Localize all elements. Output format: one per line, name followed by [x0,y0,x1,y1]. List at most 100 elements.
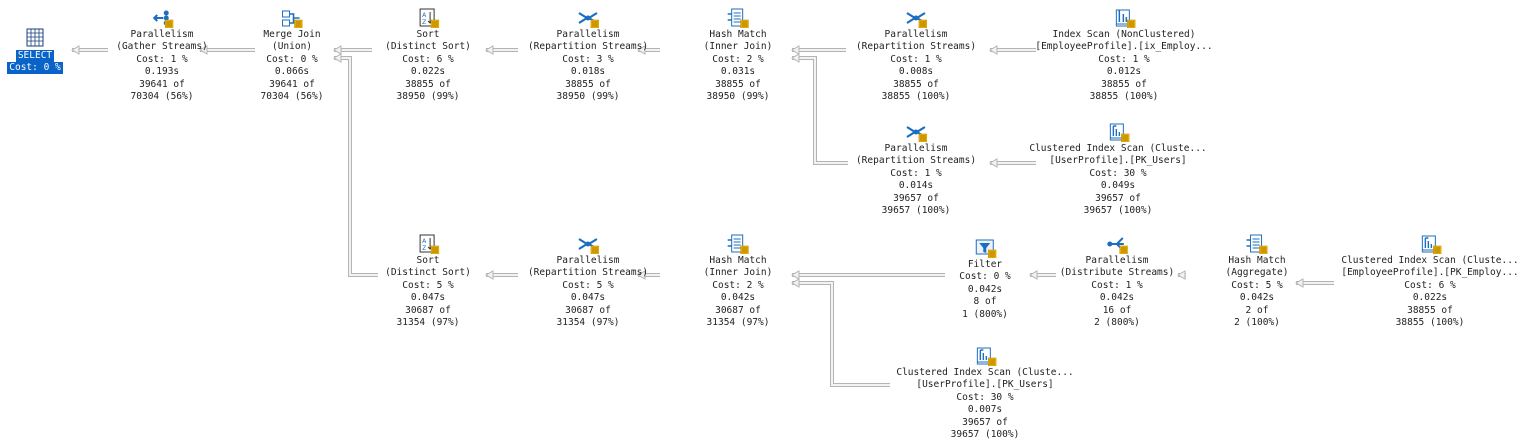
node-line: Clustered Index Scan (Cluste... [1029,143,1207,154]
plan-node-cis-users-top[interactable]: Clustered Index Scan (Cluste...[UserProf… [1029,122,1207,217]
flow-arrow [792,57,848,164]
node-line: Parallelism [556,29,620,40]
arrow-head [988,158,998,168]
node-line: 0.031s [720,66,756,78]
node-line: 38855 of [1101,78,1147,90]
node-line: 38950 (99%) [396,91,460,103]
arrow-head [1028,270,1038,280]
node-line: 31354 (97%) [556,317,620,329]
select-node[interactable]: SELECT Cost: 0 % [3,28,67,74]
arrow-head [790,45,800,55]
node-line: 0.007s [967,404,1003,416]
node-line: 39657 (100%) [881,205,951,217]
node-line: 0.042s [720,292,756,304]
merge-join-icon [282,10,303,28]
flow-arrow [334,57,378,276]
node-line: 1 (800%) [962,308,1008,320]
node-line: (Aggregate) [1225,267,1289,279]
node-line: Parallelism [130,29,194,40]
plan-node-cis-employee[interactable]: Clustered Index Scan (Cluste...[Employee… [1341,234,1519,329]
node-line: 0.042s [967,283,1003,295]
node-line: 0.066s [274,66,310,78]
node-line: 38855 (100%) [1395,317,1465,329]
svg-text:A: A [422,12,427,19]
arrow-head [790,270,800,280]
index-scan-icon [1115,9,1135,28]
plan-node-par-distribute[interactable]: Parallelism(Distribute Streams)Cost: 1 %… [1060,234,1174,329]
node-line: Sort [416,29,440,40]
node-line: Merge Join [263,29,321,40]
node-line: (Gather Streams) [116,41,208,53]
clustered-index-scan-icon [1109,123,1129,142]
node-line: Sort [416,255,440,266]
plan-node-index-scan-nc[interactable]: Index Scan (NonClustered)[EmployeeProfil… [1035,8,1213,103]
node-line: [UserProfile].[PK_Users] [1049,155,1187,167]
flow-arrow [792,282,890,386]
svg-text:A: A [422,238,427,245]
node-line: Cost: 6 % [1404,279,1456,291]
node-line: 0.022s [1412,292,1448,304]
node-line: 39657 (100%) [1083,205,1153,217]
hash-match-icon [1246,234,1268,254]
node-line: Clustered Index Scan (Cluste... [1341,255,1519,266]
hash-match-icon [727,8,749,28]
flow-arrow [792,56,848,165]
node-line: 8 of [973,296,997,308]
parallelism-repartition-icon [578,238,599,254]
node-line: 2 of [1245,304,1269,316]
node-line: (Union) [271,41,313,53]
arrow-head [636,270,646,280]
node-line: 38855 of [565,78,611,90]
arrow-head [484,270,494,280]
plan-node-par-repart-b[interactable]: Parallelism(Repartition Streams)Cost: 1 … [856,122,976,217]
node-line: Cost: 30 % [1089,167,1147,179]
plan-node-cis-users-bottom[interactable]: Clustered Index Scan (Cluste...[UserProf… [896,346,1074,441]
node-line: Cost: 2 % [712,279,764,291]
node-line: Cost: 3 % [562,53,614,65]
node-line: 0.049s [1100,180,1136,192]
node-line: 70304 (56%) [260,91,324,103]
node-line: (Repartition Streams) [855,155,977,167]
node-line: (Repartition Streams) [527,41,649,53]
plan-node-par-repart-top[interactable]: Parallelism(Repartition Streams)Cost: 3 … [528,8,648,103]
node-line: Filter [967,259,1003,270]
node-line: 70304 (56%) [130,91,194,103]
node-line: Hash Match [1228,255,1286,266]
node-line: 39641 of [139,78,185,90]
node-line: 30687 of [565,304,611,316]
arrow-head [636,45,646,55]
node-line: Clustered Index Scan (Cluste... [896,367,1074,378]
node-line: 0.047s [570,292,606,304]
parallelism-repartition-icon [906,126,927,142]
node-line: Cost: 1 % [890,167,942,179]
parallelism-distribute-icon [1107,237,1128,254]
node-line: 38855 of [715,78,761,90]
sort-icon: AZ [419,8,439,28]
node-line: (Distribute Streams) [1059,267,1175,279]
plan-node-par-repart-a[interactable]: Parallelism(Repartition Streams)Cost: 1 … [856,8,976,103]
node-line: 38950 (99%) [706,91,770,103]
plan-node-par-repart-bottom[interactable]: Parallelism(Repartition Streams)Cost: 5 … [528,234,648,329]
node-line: Cost: 2 % [712,53,764,65]
node-line: (Inner Join) [703,41,773,53]
node-line: 0.018s [570,66,606,78]
node-line: Cost: 0 % [266,53,318,65]
arrow-head [1294,278,1304,288]
node-line: Cost: 1 % [1091,279,1143,291]
node-line: [UserProfile].[PK_Users] [916,379,1054,391]
plan-node-par-gather[interactable]: Parallelism(Gather Streams)Cost: 1 %0.19… [116,8,208,103]
node-line: (Repartition Streams) [855,41,977,53]
arrow-head [332,45,342,55]
filter-icon [975,239,996,258]
node-line: [EmployeeProfile].[ix_Employ... [1035,41,1213,53]
node-line: Hash Match [709,29,767,40]
sort-icon: AZ [419,234,439,254]
